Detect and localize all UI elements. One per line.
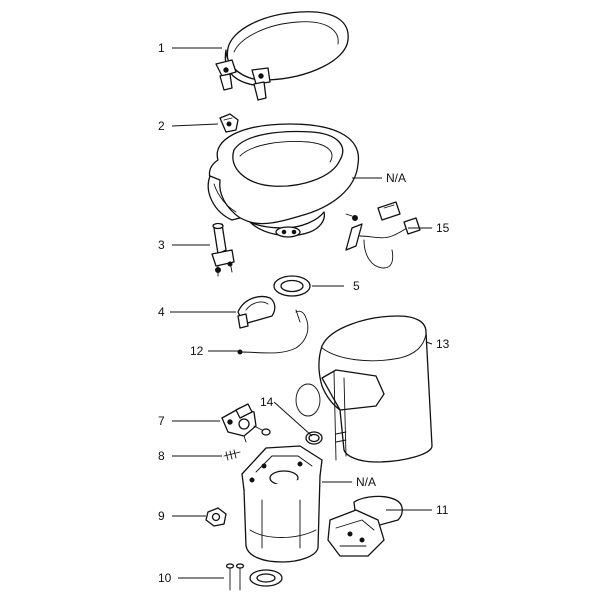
leader-lines — [170, 47, 433, 579]
part-7-valve-assembly — [221, 403, 271, 443]
callout-na-bowl: N/A — [386, 171, 406, 185]
part-9-nut — [205, 507, 227, 527]
part-11-pedal — [327, 495, 403, 557]
part-seat-cover — [215, 11, 349, 101]
part-15-spray-hose — [345, 201, 421, 269]
part-3-valve — [211, 222, 235, 277]
leader-13 — [425, 341, 433, 345]
part-2-fitting — [219, 113, 239, 133]
callout-2: 2 — [158, 119, 165, 133]
callout-15: 15 — [436, 221, 450, 235]
part-4-shroud — [237, 295, 276, 329]
callout-14: 14 — [260, 395, 274, 409]
callout-11: 11 — [436, 503, 449, 517]
part-14-o-ring — [295, 383, 323, 445]
leader-2 — [171, 123, 219, 127]
leader-14 — [273, 401, 313, 437]
callout-labels: 1 2 3 4 5 7 8 9 10 11 12 13 14 15 N/A N/… — [158, 41, 450, 585]
part-5-ring — [273, 275, 311, 297]
part-8-spring — [223, 449, 241, 461]
callout-12: 12 — [190, 344, 204, 358]
callout-na-base: N/A — [356, 475, 376, 489]
callout-8: 8 — [158, 449, 165, 463]
part-13-back-shroud — [318, 315, 433, 463]
part-bowl — [207, 123, 360, 238]
callout-1: 1 — [158, 41, 165, 55]
callout-4: 4 — [158, 305, 165, 319]
callout-10: 10 — [158, 571, 172, 585]
callout-3: 3 — [158, 238, 165, 252]
callout-7: 7 — [158, 414, 165, 428]
part-12-cable — [237, 309, 309, 355]
callout-5: 5 — [353, 279, 360, 293]
part-base — [241, 445, 323, 563]
callout-13: 13 — [436, 337, 450, 351]
part-10-screws-and-seal — [225, 563, 283, 591]
callout-9: 9 — [158, 509, 165, 523]
